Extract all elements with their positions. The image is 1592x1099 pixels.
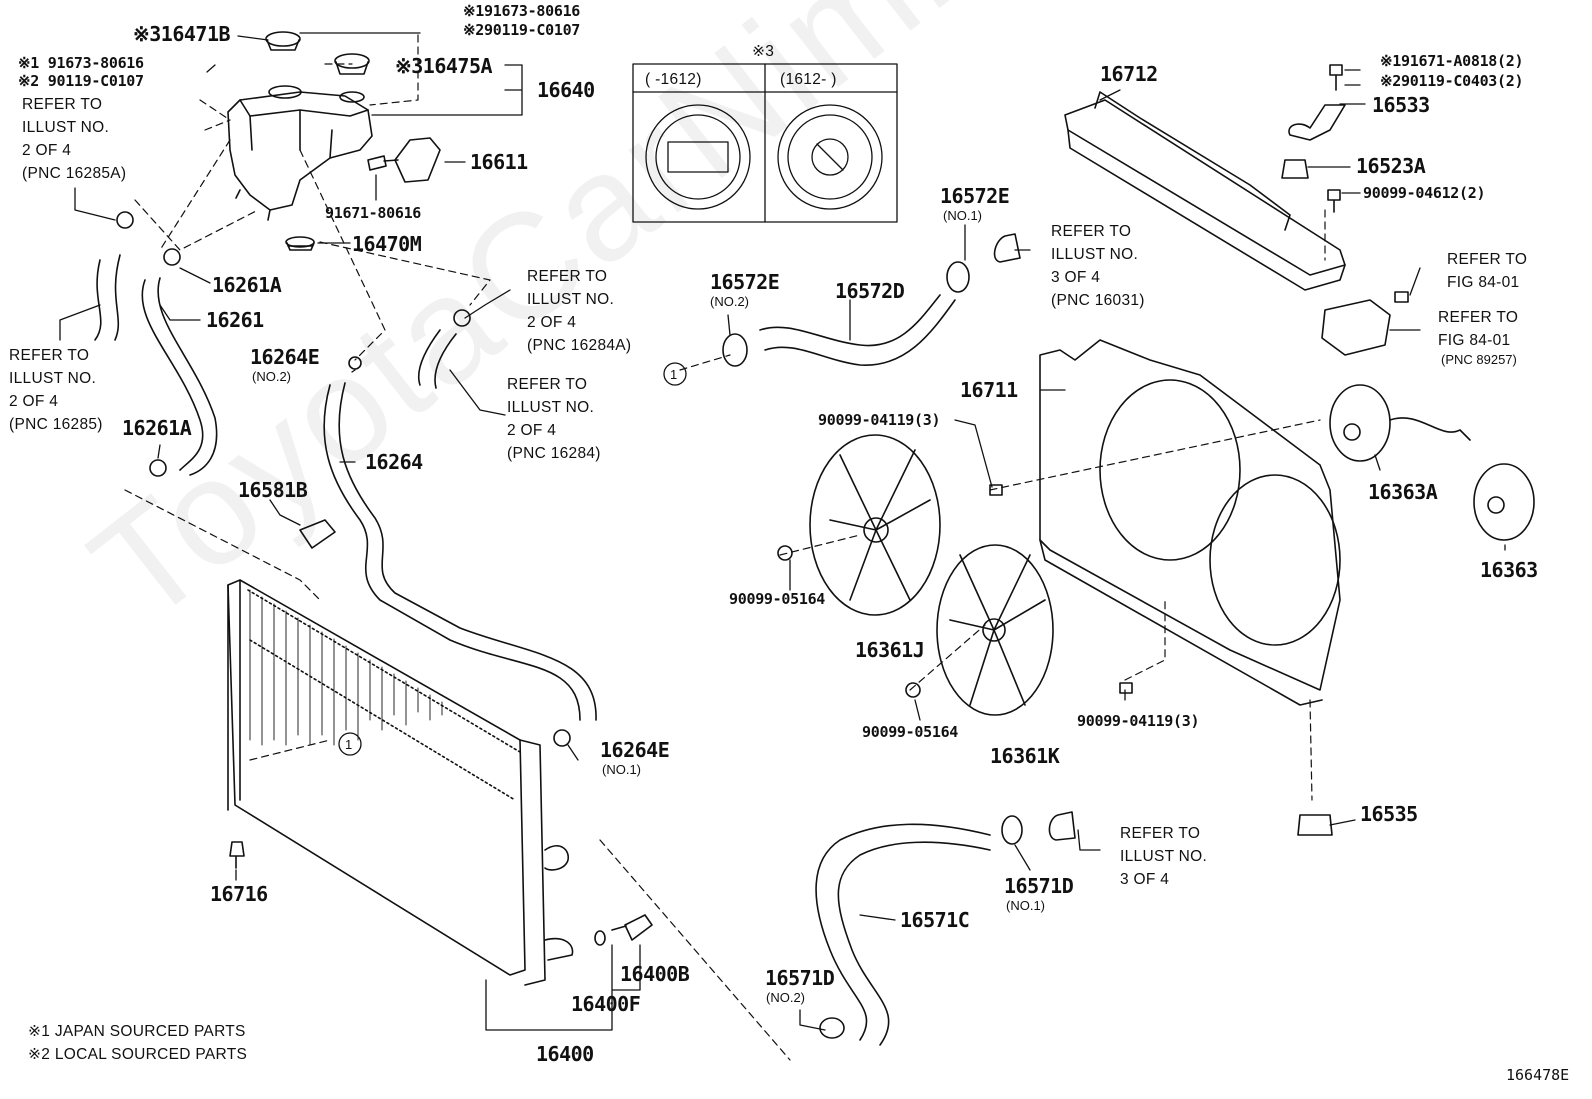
reservoir-tank [227,85,373,221]
label-16572E-no2: 16572E [710,270,780,294]
label-16581B: 16581B [238,478,308,502]
label-16571D-no2: 16571D [765,966,835,990]
clamps [116,211,1076,1039]
label-16264: 16264 [365,450,423,474]
callout-1-a-text: 1 [670,367,678,382]
label-90099-05164-a: 90099-05164 [729,590,826,608]
label-16361K: 16361K [990,744,1060,768]
label-16571C: 16571C [900,908,970,932]
label-16470M: 16470M [352,232,422,256]
footnote-local: ※2 LOCAL SOURCED PARTS [28,1046,248,1063]
drain-cock-16400B [611,914,653,941]
label-16572E-no2-sub: (NO.2) [710,294,749,309]
label-16572E-no1-sub: (NO.1) [943,208,982,223]
label-90099-04119-top: 90099-04119(3) [818,411,941,429]
label-bolt-left-2: ※2 90119-C0107 [18,72,144,90]
label-16264E-no2-sub: (NO.2) [252,369,291,384]
label-16471B: ※316471B [133,22,231,46]
label-16363: 16363 [1480,558,1538,582]
ref-fig-84-01-b: REFER TO FIG 84-01 [1438,309,1519,349]
footnote-japan: ※1 JAPAN SOURCED PARTS [28,1023,246,1040]
ref-pnc-16285: REFER TO ILLUST NO. 2 OF 4 (PNC 16285) [9,347,103,433]
inset-title: ※3 [752,43,775,60]
fans [809,434,1054,716]
ref-pnc-16031: REFER TO ILLUST NO. 3 OF 4 (PNC 16031) [1051,223,1145,309]
cap-inset-box [632,63,898,223]
label-16523A: 16523A [1356,154,1426,178]
label-16363A: 16363A [1368,480,1438,504]
fan-motors [1329,384,1535,541]
bracket-16533 [1288,104,1346,141]
label-16400F: 16400F [571,992,641,1016]
callout-circle-1-b [338,732,362,756]
bolt-top-right [1329,64,1343,91]
label-16712: 16712 [1100,62,1158,86]
label-16535: 16535 [1360,802,1418,826]
label-91671-80616: 91671-80616 [325,204,422,222]
hoses [94,254,991,1046]
radiator-support-16712 [1064,91,1346,291]
drain-plug-16716 [229,841,245,869]
nuts [777,484,1133,698]
label-16400: 16400 [536,1042,594,1066]
label-bolt-right-2: ※290119-C0403(2) [1380,72,1524,90]
label-16261: 16261 [206,308,264,332]
bolt-90099-04612 [1327,189,1341,213]
label-16261A-top: 16261A [212,273,282,297]
radiator [227,579,574,986]
label-16475A: ※316475A [395,54,493,78]
label-16571D-no1: 16571D [1004,874,1074,898]
label-bolt-left-1: ※1 91673-80616 [18,54,144,72]
ref-pnc-16285a: REFER TO ILLUST NO. 2 OF 4 (PNC 16285A) [22,96,127,182]
fan-shroud [1039,339,1341,706]
label-16361J: 16361J [855,638,925,662]
label-16716: 16716 [210,882,268,906]
label-90099-04612: 90099-04612(2) [1363,184,1486,202]
label-90099-05164-b: 90099-05164 [862,723,959,741]
callout-circle-1-a [663,362,687,386]
grommet-16535 [1297,814,1333,836]
label-16640: 16640 [537,78,595,102]
inset-left-header: ( -1612) [645,71,702,88]
sensor-89257 [1321,299,1391,356]
ref-fig-84-01-a: REFER TO FIG 84-01 [1447,251,1528,291]
ref-pnc-16284: REFER TO ILLUST NO. 2 OF 4 (PNC 16284) [507,376,601,462]
inset-right-header: (1612- ) [780,71,837,88]
grommet-16523A [1281,159,1309,179]
label-16400B: 16400B [620,962,690,986]
label-16264E-no2: 16264E [250,345,320,369]
label-16261A-bottom: 16261A [122,416,192,440]
label-16571D-no2-sub: (NO.2) [766,990,805,1005]
leader-lines [59,32,1506,1031]
oring-16400F [594,930,606,946]
ref-illust-3-of-4: REFER TO ILLUST NO. 3 OF 4 [1120,825,1208,888]
radiator-fins [249,589,443,746]
label-bolt-right-1: ※191671-A0818(2) [1380,52,1524,70]
label-90099-04119-bottom: 90099-04119(3) [1077,712,1200,730]
leader-lines-dashed [124,34,1326,1061]
label-16264E-no1: 16264E [600,738,670,762]
label-16611: 16611 [470,150,528,174]
label-16572E-no1: 16572E [940,184,1010,208]
label-bolt-top-2: ※290119-C0107 [463,21,581,39]
label-16711: 16711 [960,378,1018,402]
label-bolt-top-1: ※191673-80616 [463,2,581,20]
ref-pnc-89257: (PNC 89257) [1441,352,1517,367]
label-16571D-no1-sub: (NO.1) [1006,898,1045,913]
bracket-16611 [394,137,441,183]
callout-1-b-text: 1 [345,737,353,752]
bolt-91671 [367,155,399,171]
ref-pnc-16284a: REFER TO ILLUST NO. 2 OF 4 (PNC 16284A) [527,268,632,354]
label-16533: 16533 [1372,93,1430,117]
clip-16581B [299,519,336,549]
bolt-fig84 [1394,291,1409,303]
diagram-code: 166478E [1506,1066,1570,1084]
label-16572D: 16572D [835,279,905,303]
label-16264E-no1-sub: (NO.1) [602,762,641,777]
